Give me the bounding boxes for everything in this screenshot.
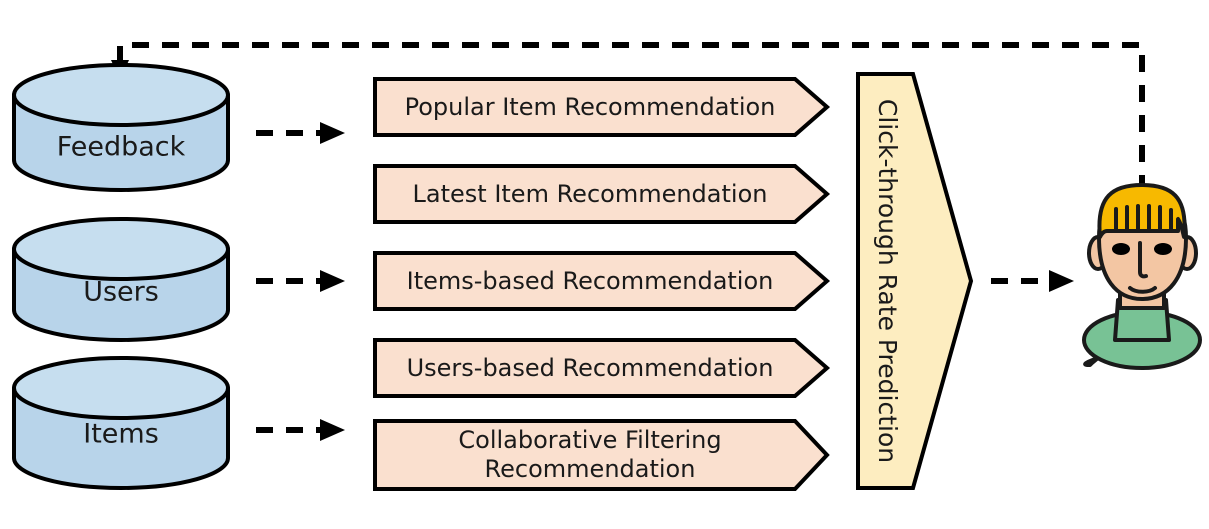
database-items[interactable]: Items [12,356,230,490]
connector-ctr-to-user [991,270,1074,292]
arrowhead [320,419,345,441]
user-avatar-mouth [1128,286,1157,294]
user-avatar-eye-left [1112,243,1130,255]
recommender-users-based[interactable]: Users-based Recommendation [373,338,831,398]
database-feedback-top [12,63,230,127]
user-avatar-hair [1097,183,1187,239]
recommender-users-based-label: Users-based Recommendation [407,354,774,382]
database-users-top [12,217,230,281]
user-avatar-nose [1138,241,1148,279]
database-users-label: Users [83,277,159,308]
recommender-latest-item[interactable]: Latest Item Recommendation [373,164,831,224]
recommender-collaborative-filtering-label-line1: Collaborative Filtering [458,426,721,454]
database-users[interactable]: Users [12,217,230,342]
arrowhead [320,270,345,292]
recommender-collaborative-filtering-label-line2: Recommendation [485,455,696,483]
connector-items-to-recommenders [256,419,345,441]
arrowhead [1049,270,1074,292]
connector-feedback-to-recommenders [256,122,345,144]
user-avatar-bangs [1114,204,1173,233]
click-through-rate-prediction-label: Click-through Rate Prediction [873,99,902,463]
recommender-items-based-label: Items-based Recommendation [407,267,774,295]
database-items-top [12,356,230,420]
recommender-latest-item-label: Latest Item Recommendation [413,180,768,208]
arrowhead [320,122,345,144]
recommender-items-based[interactable]: Items-based Recommendation [373,251,831,311]
click-through-rate-prediction-block[interactable]: Click-through Rate Prediction [856,72,974,490]
recommender-collaborative-filtering[interactable]: Collaborative Filtering Recommendation [373,419,830,491]
database-feedback[interactable]: Feedback [12,63,230,192]
database-feedback-label: Feedback [57,132,186,163]
connector-users-to-recommenders [256,270,345,292]
recommender-popular-item[interactable]: Popular Item Recommendation [373,77,831,137]
user-avatar-icon[interactable] [1082,183,1202,370]
user-avatar-eye-right [1154,243,1172,255]
database-items-label: Items [83,419,159,450]
recommender-popular-item-label: Popular Item Recommendation [405,93,776,121]
